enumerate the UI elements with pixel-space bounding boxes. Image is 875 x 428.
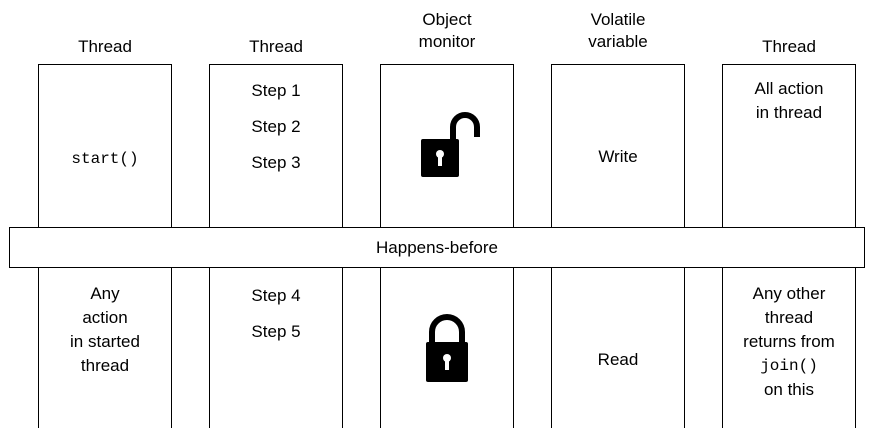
bottom-box-thread-3: Any other thread returns from join() on … (722, 268, 856, 428)
locked-padlock-icon (426, 314, 468, 382)
header-thread-2: Thread (249, 37, 303, 56)
happens-before-band: Happens-before (9, 227, 865, 268)
bottom-box-thread-2: Step 4 Step 5 (209, 268, 343, 428)
join-call: join() (760, 357, 818, 375)
start-call: start() (71, 150, 139, 168)
header-object-monitor: Object monitor (418, 10, 476, 51)
top-box-thread-3: All action in thread (722, 64, 856, 228)
bottom-box-thread-1: Any action in started thread (38, 268, 172, 428)
any-action-in-started-thread: Any action in started thread (70, 284, 140, 375)
header-volatile-variable: Volatile variable (588, 10, 648, 51)
any-other-thread-returns: Any other thread returns from join() on … (723, 282, 855, 402)
top-box-volatile-variable: Write (551, 64, 685, 228)
write-label: Write (598, 147, 638, 166)
step-3: Step 3 (251, 153, 301, 172)
header-thread-3: Thread (762, 37, 816, 56)
on-this-text: on this (763, 380, 815, 399)
returns-from-text: Any other thread returns from (743, 284, 835, 351)
top-box-object-monitor (380, 64, 514, 228)
bottom-box-object-monitor (380, 268, 514, 428)
step-2: Step 2 (251, 117, 301, 136)
step-4: Step 4 (251, 286, 301, 305)
top-box-thread-2: Step 1 Step 2 Step 3 (209, 64, 343, 228)
all-action-in-thread: All action in thread (754, 79, 824, 122)
bottom-box-volatile-variable: Read (551, 268, 685, 428)
top-box-thread-1: start() (38, 64, 172, 228)
header-thread-1: Thread (78, 37, 132, 56)
step-1: Step 1 (251, 81, 301, 100)
top-steps: Step 1 Step 2 Step 3 (210, 73, 342, 181)
read-label: Read (597, 350, 639, 369)
happens-before-label: Happens-before (376, 237, 498, 257)
unlocked-padlock-icon (421, 112, 480, 177)
step-5: Step 5 (251, 322, 301, 341)
bottom-steps: Step 4 Step 5 (210, 278, 342, 350)
